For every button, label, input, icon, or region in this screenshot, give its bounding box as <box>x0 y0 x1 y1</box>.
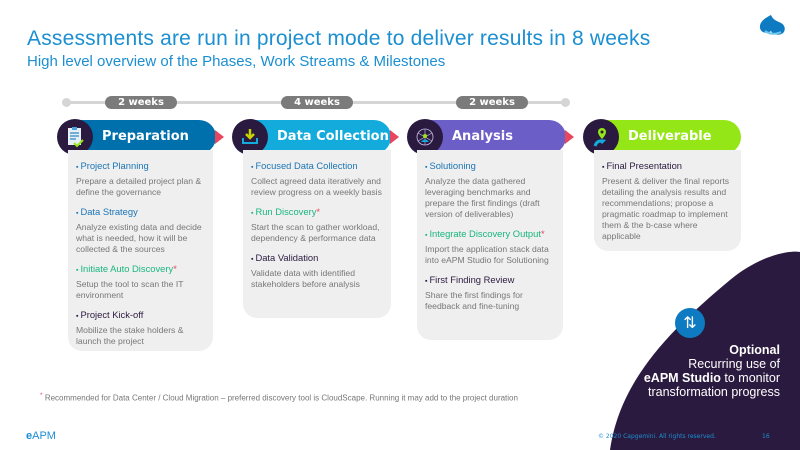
phase-label: Analysis <box>452 129 513 144</box>
optional-line: transformation progress <box>647 385 780 399</box>
arrow-icon <box>390 130 399 144</box>
optional-line: to monitor <box>720 371 780 385</box>
workstream-desc: Collect agreed data iteratively and revi… <box>251 176 382 197</box>
phase-label: Preparation <box>102 129 189 144</box>
workstream-title: Focused Data Collection <box>251 160 383 173</box>
brand-logo: eAPM <box>26 430 56 442</box>
workstream-desc: Analyze the data gathered leveraging ben… <box>425 176 540 219</box>
optional-title: Optional <box>729 343 780 357</box>
duration-pill: 2 weeks <box>105 96 177 109</box>
footnote-asterisk: * <box>40 392 43 399</box>
optional-product: eAPM Studio <box>643 371 721 385</box>
asterisk: * <box>316 206 321 217</box>
recurring-sync-icon: ⇅ <box>675 308 705 338</box>
page-number: 16 <box>762 433 770 440</box>
phase-header-preparation: Preparation <box>57 119 216 155</box>
brand-e: e <box>26 430 33 442</box>
phase-card-data-collection: Focused Data Collection Collect agreed d… <box>243 150 391 318</box>
phase-card-preparation: Project Planning Prepare a detailed proj… <box>68 150 213 351</box>
map-pin-road-icon <box>583 119 619 155</box>
page-title: Assessments are run in project mode to d… <box>27 27 651 50</box>
workstream-desc: Prepare a detailed project plan & define… <box>76 176 202 197</box>
workstream-title: Data Strategy <box>76 206 205 219</box>
footnote: * Recommended for Data Center / Cloud Mi… <box>40 392 518 403</box>
workstream-desc: Share the first findings for feedback an… <box>425 290 523 311</box>
capgemini-spade-logo <box>759 15 785 35</box>
workstream-desc: Validate data with identified stakeholde… <box>251 268 360 289</box>
workstream-title: Project Planning <box>76 160 205 173</box>
workstream-title-text: Initiate Auto Discovery <box>80 263 174 274</box>
footnote-text: Recommended for Data Center / Cloud Migr… <box>42 393 518 403</box>
workstream-desc: Analyze existing data and decide what is… <box>76 222 202 254</box>
copyright: © 2020 Capgemini. All rights reserved. <box>598 433 716 440</box>
asterisk: * <box>173 263 177 274</box>
workstream-title-starred: Run Discovery* <box>251 206 383 219</box>
page-subtitle: High level overview of the Phases, Work … <box>27 53 446 70</box>
network-person-icon <box>407 119 443 155</box>
workstream-title-starred: Initiate Auto Discovery* <box>76 263 205 276</box>
workstream-desc: Mobilize the stake holders & launch the … <box>76 325 184 346</box>
phase-label: Deliverable <box>628 129 712 144</box>
workstream-desc: Setup the tool to scan the IT environmen… <box>76 279 184 300</box>
workstream-title: Final Presentation <box>602 160 733 173</box>
arrow-icon <box>215 130 224 144</box>
duration-pill: 4 weeks <box>281 96 353 109</box>
workstream-title: Solutioning <box>425 160 555 173</box>
timeline-start-dot <box>62 98 71 107</box>
workstream-title-text: Integrate Discovery Output <box>429 228 541 239</box>
clipboard-check-icon <box>57 119 93 155</box>
workstream-title: First Finding Review <box>425 274 555 287</box>
duration-pill: 2 weeks <box>456 96 528 109</box>
workstream-title: Project Kick-off <box>76 309 205 322</box>
phase-label: Data Collection <box>277 129 389 144</box>
optional-line: Recurring use of <box>688 357 780 371</box>
phase-header-analysis: Analysis <box>407 119 566 155</box>
workstream-title-starred: Integrate Discovery Output* <box>425 228 555 241</box>
optional-note: Optional Recurring use of eAPM Studio to… <box>644 343 780 399</box>
workstream-title-text: Run Discovery <box>255 206 317 217</box>
arrow-icon <box>565 130 574 144</box>
phase-header-deliverable: Deliverable <box>583 119 741 155</box>
phase-header-data-collection: Data Collection <box>232 119 391 155</box>
workstream-desc: Import the application stack data into e… <box>425 244 549 265</box>
download-tray-icon <box>232 119 268 155</box>
phase-card-analysis: Solutioning Analyze the data gathered le… <box>417 150 563 340</box>
timeline-end-dot <box>561 98 570 107</box>
phase-card-deliverable: Final Presentation Present & deliver the… <box>594 150 741 251</box>
workstream-desc: Start the scan to gather workload, depen… <box>251 222 380 243</box>
workstream-title: Data Validation <box>251 252 383 265</box>
workstream-desc: Present & deliver the final reports deta… <box>602 176 730 241</box>
asterisk: * <box>540 228 545 239</box>
brand-text: APM <box>32 430 56 442</box>
optional-background-shape <box>610 251 800 450</box>
